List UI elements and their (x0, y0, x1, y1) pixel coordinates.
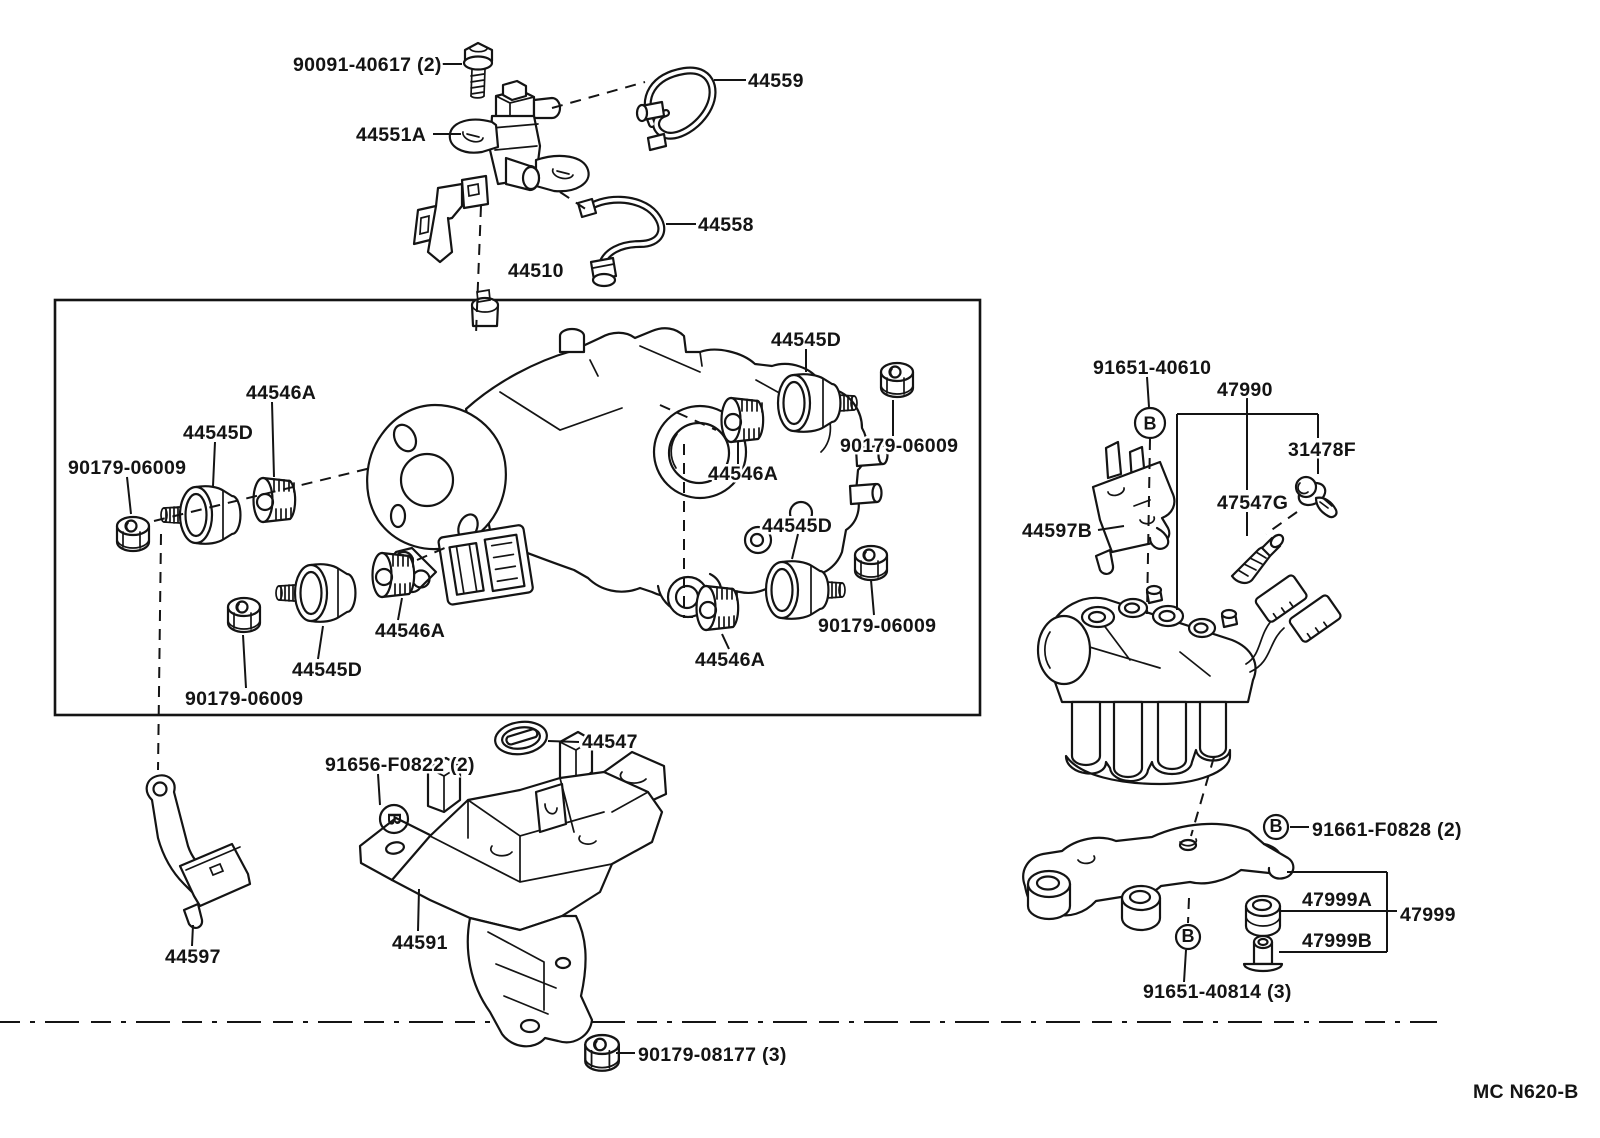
nut-90179-06009-lower-right (853, 544, 889, 582)
label-44597B: 44597B (1022, 520, 1092, 542)
label-91656-F0822: 91656-F0822 (2) (325, 754, 475, 776)
label-44545D-bc: 44545D (292, 659, 362, 681)
label-44546A-bc: 44546A (375, 620, 445, 642)
leader-lines (126, 63, 1397, 1054)
label-44510: 44510 (508, 260, 564, 282)
abs-pump-47990 (1036, 574, 1342, 786)
label-44546A-ul: 44546A (246, 382, 316, 404)
bolt-90091-40617 (462, 41, 494, 99)
label-47999A: 47999A (1302, 889, 1372, 911)
label-91651-40814: 91651-40814 (3) (1143, 981, 1292, 1003)
label-90179-06009-l: 90179-06009 (68, 457, 186, 479)
solenoid-44545D-lower-right (764, 560, 847, 620)
circle-b-f0828-glyph: B (1270, 816, 1283, 836)
cap-44546A-top-right (720, 396, 765, 444)
circle-b-top-glyph: B (1144, 413, 1157, 433)
label-47999: 47999 (1400, 904, 1456, 926)
label-44545D-lr: 44545D (762, 515, 832, 537)
circle-b-f0822-circle (378, 803, 410, 835)
screw-47547G (1230, 533, 1285, 585)
label-31478F: 31478F (1288, 439, 1356, 461)
solenoid-44545D-bottom-center (274, 563, 357, 623)
label-44559: 44559 (748, 70, 804, 92)
label-47547G: 47547G (1217, 492, 1288, 514)
label-47999B: 47999B (1302, 930, 1372, 952)
cushion-47999A (1244, 894, 1282, 938)
nut-90179-06009-left (115, 515, 151, 553)
collar-47999B (1242, 934, 1284, 973)
label-44545D-l: 44545D (183, 422, 253, 444)
circle-b-f0822: B (378, 803, 410, 835)
label-90091-40617: 90091-40617 (2) (293, 54, 442, 76)
label-44546A-lr: 44546A (695, 649, 765, 671)
bracket-44591 (358, 730, 668, 1048)
screw-31478F (1294, 475, 1338, 519)
assembly-box-44510 (53, 298, 982, 717)
label-44547: 44547 (582, 731, 638, 753)
label-drawing-code: MC N620-B (1473, 1081, 1579, 1103)
label-90179-06009-bl: 90179-06009 (185, 688, 303, 710)
proportioning-valve-44551A (412, 79, 590, 264)
label-91651-40610: 91651-40610 (1093, 357, 1211, 379)
brake-tube-44558 (576, 195, 666, 288)
grommet-44547 (494, 720, 548, 756)
bracket-44597 (145, 774, 252, 930)
nut-90179-06009-top-right (879, 361, 915, 399)
part-number-labels: 90091-40617 (2) 44559 44551A 44558 44510 4454… (66, 52, 1581, 1106)
label-44591: 44591 (392, 932, 448, 954)
circle-b-f0828: B (1262, 813, 1290, 841)
label-44545D-tr: 44545D (771, 329, 841, 351)
label-90179-06009-lr: 90179-06009 (818, 615, 936, 637)
brake-tube-44559 (635, 66, 717, 152)
assembly-dashed-lines (153, 81, 1298, 924)
label-44597: 44597 (165, 946, 221, 968)
label-44551A: 44551A (356, 124, 426, 146)
nut-90179-06009-bottom-left (226, 596, 262, 634)
bracket-47999 (1022, 822, 1295, 932)
label-90179-06009-tr: 90179-06009 (840, 435, 958, 457)
solenoid-44545D-left (159, 485, 242, 545)
label-44546A-mr: 44546A (708, 463, 778, 485)
cap-44546A-lower-right (695, 584, 740, 632)
circle-b-f0822-glyph: B (384, 813, 404, 826)
label-91661-F0828: 91661-F0828 (2) (1312, 819, 1462, 841)
circle-b-40814: B (1174, 923, 1202, 951)
bracket-44597B (1091, 440, 1176, 576)
circled-fastener-symbols: B B B B (378, 406, 1290, 951)
label-90179-08177: 90179-08177 (3) (638, 1044, 787, 1066)
cap-44546A-bottom-center (371, 551, 416, 599)
label-47990: 47990 (1217, 379, 1273, 401)
circle-b-top: B (1133, 406, 1167, 440)
circle-b-top-circle (1133, 406, 1167, 440)
circle-b-f0828-circle (1262, 813, 1290, 841)
cap-44546A-left (252, 476, 297, 524)
circle-b-40814-glyph: B (1182, 926, 1195, 946)
label-44558: 44558 (698, 214, 754, 236)
nut-90179-08177 (584, 1033, 621, 1072)
circle-b-40814-circle (1174, 923, 1202, 951)
